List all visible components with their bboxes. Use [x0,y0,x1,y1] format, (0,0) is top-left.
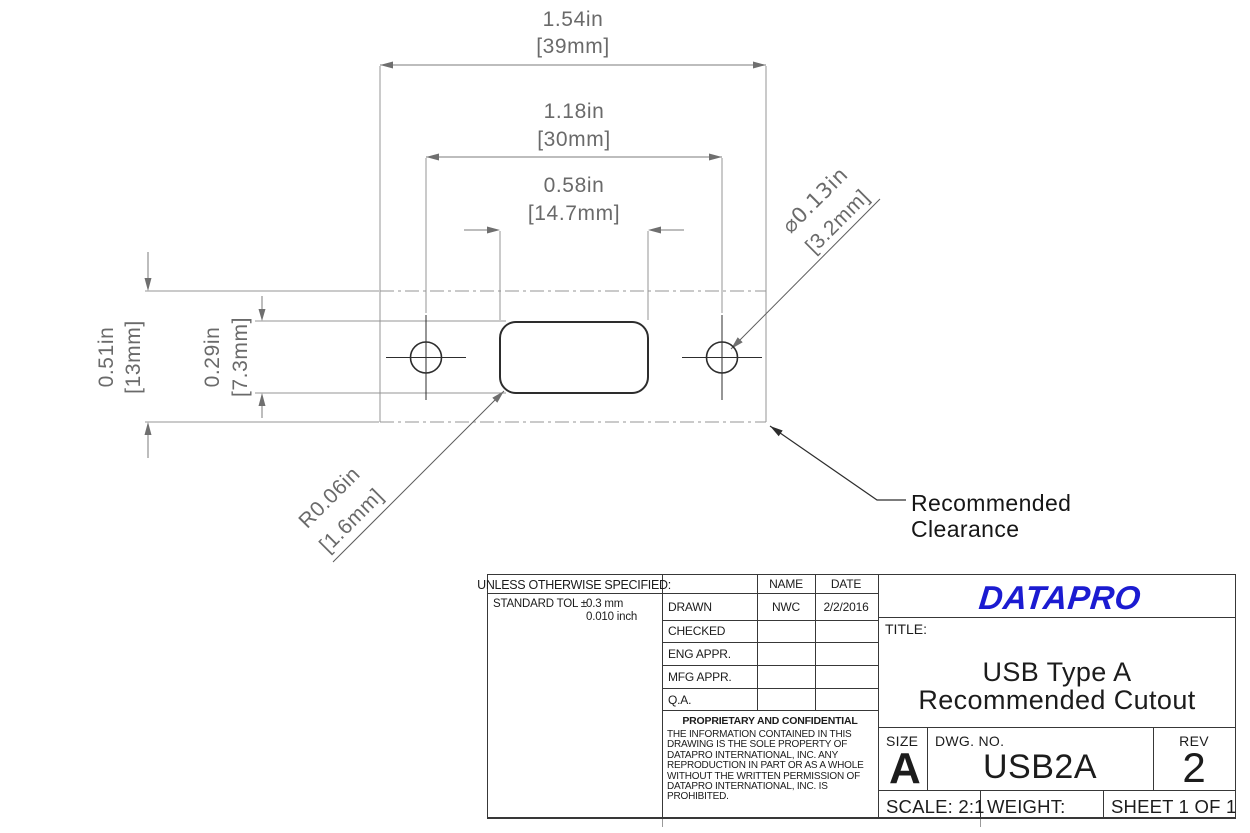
dim-overall-height-mm: [13mm] [122,320,145,394]
tolerance-header: UNLESS OTHERWISE SPECIFIED: [477,578,671,592]
rev-label: REV [1179,733,1209,749]
rev-value: 2 [1182,744,1206,791]
usb-cutout-outline [499,321,649,394]
clearance-annotation-line2: Clearance [911,516,1020,542]
approval-row-label: MFG APPR. [668,670,732,684]
dim-cutout-width-mm: [14.7mm] [527,202,621,225]
dim-overall-width-mm: [39mm] [536,35,610,58]
dim-arrowheads [144,61,766,435]
dwg-no-value: USB2A [983,748,1097,786]
dim-cutout-height-mm: [7.3mm] [229,316,252,398]
dwg-no-label: DWG. NO. [935,733,1005,749]
approval-row-label: DRAWN [668,600,712,614]
part-geometry [386,315,762,400]
drawing-title-line1: USB Type A [982,657,1132,687]
clearance-outline [380,290,766,423]
tolerance-value-inch: 0.010 inch [586,611,638,623]
approval-row-date: 2/2/2016 [823,600,869,614]
clearance-annotation-line1: Recommended [911,490,1072,516]
sheet-value: SHEET 1 OF 1 [1111,796,1237,817]
size-value: A [889,744,921,793]
leader-lines [332,198,881,563]
dim-hole-spacing-mm: [30mm] [537,128,611,151]
drawing-title-line2: Recommended Cutout [918,685,1196,715]
scale-value: SCALE: 2:1 [886,796,985,817]
approvals-date-header: DATE [830,577,862,591]
weight-value: WEIGHT: [987,796,1066,817]
sheet-zone-tick [980,819,981,827]
approval-row-label: CHECKED [668,624,726,638]
tolerance-label: STANDARD TOL ± [493,598,587,610]
proprietary-body: THE INFORMATION CONTAINED IN THIS DRAWIN… [667,729,864,803]
approvals-name-header: NAME [769,577,803,591]
sheet-zone-tick [662,819,663,827]
title-label: TITLE: [885,621,928,637]
extension-lines [145,66,767,423]
dim-cutout-width-in: 0.58in [543,174,605,197]
clearance-leader [769,425,906,501]
dimension-lines [147,64,766,458]
approval-row-label: ENG APPR. [668,647,731,661]
dim-overall-height-in: 0.51in [95,326,118,388]
tolerance-value-mm: 0.3 mm [586,598,624,610]
dim-cutout-height-in: 0.29in [201,326,224,388]
hole-centerlines [386,315,762,400]
approval-row-name: NWC [771,600,801,614]
proprietary-header: PROPRIETARY AND CONFIDENTIAL [682,715,858,727]
datapro-logo: DATAPRO [977,579,1143,616]
dim-overall-width-in: 1.54in [542,8,604,31]
approval-row-label: Q.A. [668,693,692,707]
clearance-annotation: Recommended Clearance [911,490,1071,542]
size-label: SIZE [886,733,919,749]
dim-hole-spacing-in: 1.18in [543,100,605,123]
clearance-arrowhead [770,426,783,437]
